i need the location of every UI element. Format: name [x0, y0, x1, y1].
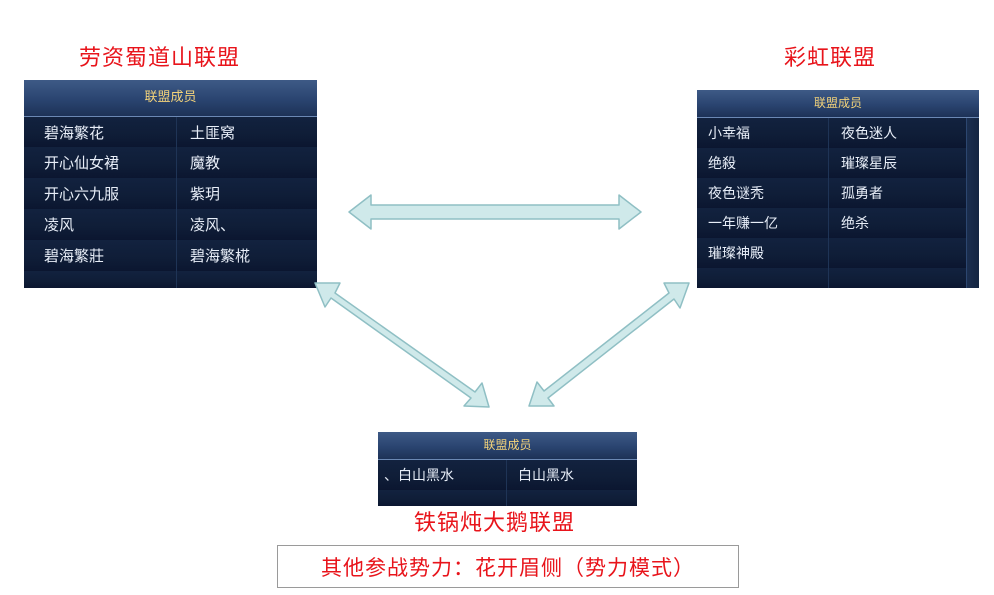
member-name: 魔教 — [190, 154, 221, 172]
column-divider — [828, 268, 829, 288]
table-row — [697, 268, 966, 288]
column-divider — [176, 117, 177, 147]
member-name: 凌风、 — [190, 216, 236, 234]
member-name: 开心仙女裙 — [44, 154, 120, 172]
right-alliance-title: 彩虹联盟 — [784, 46, 877, 71]
double-arrow-left-bottom — [314, 282, 490, 408]
right-alliance-panel: 联盟成员 小幸福 夜色迷人 绝殺 璀璨星辰 夜色谜秃 孤勇者 一年赚一亿 绝杀 … — [697, 90, 979, 288]
member-name: 碧海繁莊 — [44, 247, 105, 265]
member-name: 夜色迷人 — [841, 126, 897, 142]
table-row: 夜色谜秃 孤勇者 — [697, 178, 966, 209]
column-divider — [828, 148, 829, 178]
table-row: 碧海繁花 土匪窝 — [24, 117, 317, 148]
member-name: 璀璨星辰 — [841, 156, 897, 172]
other-forces-note: 其他参战势力：花开眉侧（势力模式） — [277, 545, 739, 588]
member-name: 土匪窝 — [190, 123, 236, 142]
panel-header: 联盟成员 — [697, 90, 979, 118]
panel-header: 联盟成员 — [378, 432, 637, 460]
member-name: 紫玥 — [190, 185, 221, 203]
panel-header: 联盟成员 — [24, 80, 317, 117]
double-arrow-left-right — [348, 194, 642, 230]
column-divider — [828, 238, 829, 268]
column-divider — [176, 178, 177, 209]
member-name: 白山黑水 — [518, 468, 574, 484]
column-divider — [176, 271, 177, 288]
column-divider — [828, 208, 829, 238]
member-name: 开心六九服 — [44, 185, 120, 203]
column-divider — [828, 118, 829, 148]
member-name: 碧海繁花 — [44, 123, 105, 142]
column-divider — [176, 240, 177, 271]
panel-scrollbar[interactable] — [966, 118, 979, 288]
column-divider — [176, 209, 177, 240]
table-row — [378, 490, 637, 506]
column-divider — [176, 147, 177, 178]
table-row: 凌风 凌风、 — [24, 209, 317, 241]
member-name: 一年赚一亿 — [708, 216, 778, 232]
member-name: 孤勇者 — [841, 186, 883, 202]
member-name: 碧海繁椛 — [190, 247, 251, 265]
table-row: 开心六九服 紫玥 — [24, 178, 317, 210]
member-name: 凌风 — [44, 216, 75, 234]
column-divider — [506, 490, 507, 506]
table-row: 一年赚一亿 绝杀 — [697, 208, 966, 239]
member-name: 、白山黑水 — [384, 468, 454, 484]
table-row — [24, 271, 317, 288]
table-row: 小幸福 夜色迷人 — [697, 118, 966, 149]
bottom-alliance-title: 铁锅炖大鹅联盟 — [414, 511, 576, 536]
left-alliance-title: 劳资蜀道山联盟 — [79, 46, 241, 71]
member-name: 夜色谜秃 — [708, 186, 764, 202]
table-row: 碧海繁莊 碧海繁椛 — [24, 240, 317, 272]
column-divider — [828, 178, 829, 208]
member-name: 绝殺 — [708, 156, 736, 172]
member-name: 璀璨神殿 — [708, 246, 764, 262]
column-divider — [506, 460, 507, 490]
table-row: 开心仙女裙 魔教 — [24, 147, 317, 179]
member-name: 绝杀 — [841, 216, 869, 232]
member-name: 小幸福 — [708, 126, 750, 142]
left-alliance-panel: 联盟成员 碧海繁花 土匪窝 开心仙女裙 魔教 开心六九服 紫玥 凌风 凌风、 碧… — [24, 80, 317, 288]
bottom-alliance-panel: 联盟成员 、白山黑水 白山黑水 — [378, 432, 637, 506]
double-arrow-right-bottom — [528, 282, 690, 407]
